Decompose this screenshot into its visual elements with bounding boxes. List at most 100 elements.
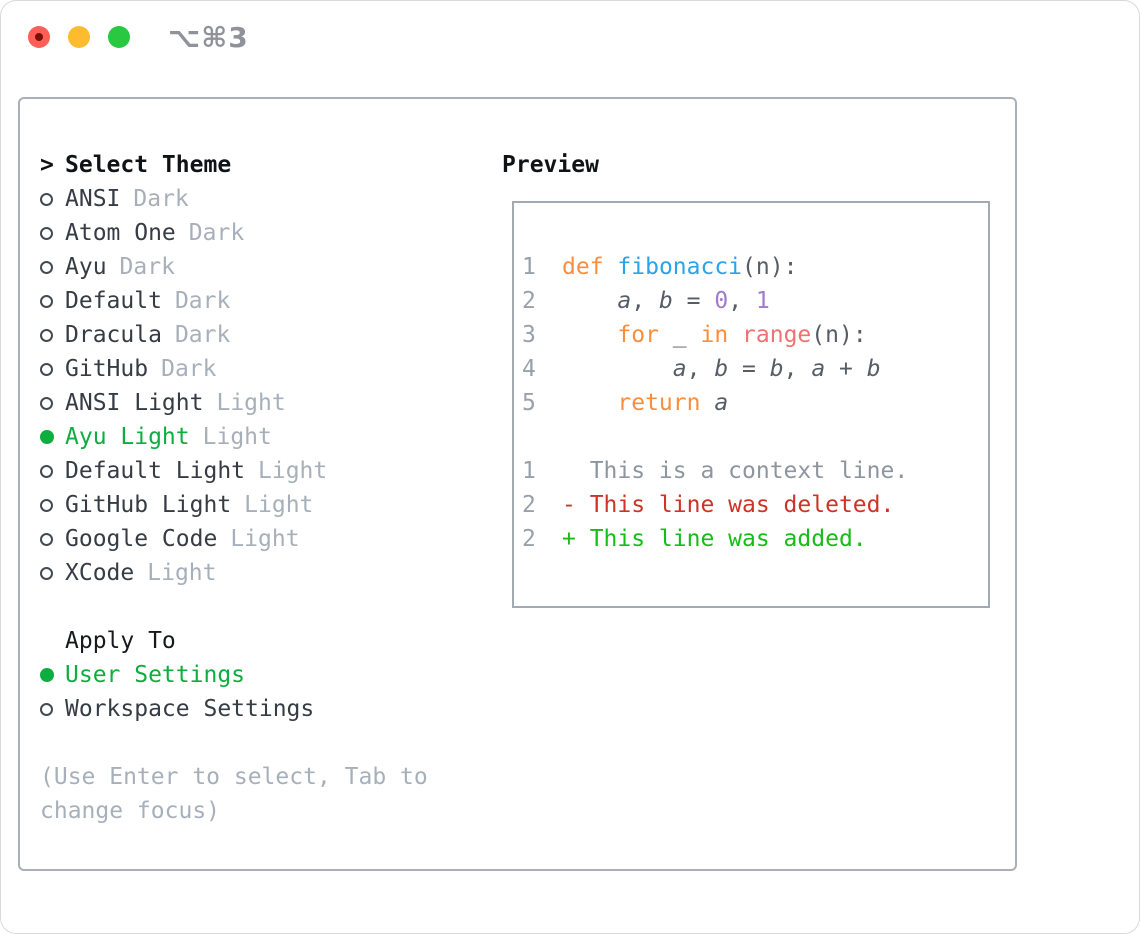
code-line: 1 def fibonacci(n): bbox=[522, 250, 988, 284]
diff-text: - This line was deleted. bbox=[562, 492, 895, 518]
preview-header-row: Preview bbox=[502, 148, 990, 182]
keyboard-hint: (Use Enter to select, Tab to change focu… bbox=[40, 760, 485, 828]
radio-icon bbox=[40, 362, 53, 376]
keyboard-hint-line: (Use Enter to select, Tab to bbox=[40, 764, 428, 790]
theme-option[interactable]: GitHub Dark bbox=[40, 352, 485, 386]
radio-icon bbox=[40, 260, 53, 274]
theme-variant: Dark bbox=[119, 254, 175, 280]
theme-name: Dracula bbox=[65, 322, 162, 348]
code-content: def fibonacci(n): bbox=[562, 254, 798, 280]
code-content: return a bbox=[617, 390, 729, 416]
minimize-button[interactable] bbox=[68, 26, 90, 48]
code-content: for _ in range(n): bbox=[617, 322, 867, 348]
theme-name: Google Code bbox=[65, 526, 218, 552]
code-line: 5 return a bbox=[522, 386, 988, 420]
theme-variant: Dark bbox=[174, 322, 231, 348]
theme-option[interactable]: Google Code Light bbox=[40, 522, 485, 556]
line-number: 5 bbox=[522, 390, 536, 416]
apply-to-header-row: Apply To bbox=[40, 624, 485, 658]
blank-line bbox=[522, 420, 988, 454]
theme-name: Atom One bbox=[65, 220, 176, 246]
theme-option[interactable]: Ayu Light Light bbox=[40, 420, 485, 454]
theme-variant: Light bbox=[147, 560, 217, 586]
theme-variant: Dark bbox=[133, 186, 189, 212]
theme-variant: Light bbox=[258, 458, 328, 484]
theme-option[interactable]: GitHub Light Light bbox=[40, 488, 485, 522]
theme-name: XCode bbox=[65, 560, 135, 586]
apply-option[interactable]: Workspace Settings bbox=[40, 692, 485, 726]
theme-option[interactable]: Default Dark bbox=[40, 284, 485, 318]
theme-variant: Light bbox=[244, 492, 314, 518]
prompt-icon: > bbox=[40, 152, 54, 178]
window-shortcut-label: ⌥⌘3 bbox=[168, 21, 249, 54]
diff-line: 2 + This line was added. bbox=[522, 522, 988, 556]
radio-icon bbox=[40, 498, 53, 512]
line-number: 1 bbox=[522, 254, 536, 280]
theme-name: Default bbox=[65, 288, 162, 314]
theme-variant: Light bbox=[216, 390, 286, 416]
theme-variant: Dark bbox=[161, 356, 217, 382]
line-number: 4 bbox=[522, 356, 536, 382]
code-content: a, b = 0, 1 bbox=[617, 288, 770, 314]
theme-option[interactable]: ANSI Dark bbox=[40, 182, 485, 216]
code-content: a, b = b, a + b bbox=[672, 356, 881, 382]
code-line: 3 for _ in range(n): bbox=[522, 318, 988, 352]
theme-variant: Dark bbox=[188, 220, 245, 246]
theme-name: ANSI Light bbox=[65, 390, 204, 416]
titlebar bbox=[28, 26, 130, 48]
radio-icon bbox=[40, 566, 53, 580]
radio-icon bbox=[40, 226, 53, 240]
diff-text: This is a context line. bbox=[562, 458, 909, 484]
theme-name: GitHub Light bbox=[65, 492, 232, 518]
radio-icon bbox=[40, 396, 53, 410]
select-theme-header: Select Theme bbox=[65, 152, 232, 178]
keyboard-hint-line: change focus) bbox=[40, 798, 221, 824]
theme-option[interactable]: Default Light Light bbox=[40, 454, 485, 488]
code-line: 2 a, b = 0, 1 bbox=[522, 284, 988, 318]
radio-icon bbox=[40, 702, 53, 716]
theme-variant: Dark bbox=[174, 288, 231, 314]
theme-variant: Light bbox=[202, 424, 272, 450]
theme-name: Ayu Light bbox=[65, 424, 190, 450]
line-number: 2 bbox=[522, 288, 536, 314]
diff-preview: 1 This is a context line. 2 - This line wa… bbox=[522, 454, 988, 556]
close-button[interactable] bbox=[28, 26, 50, 48]
radio-icon bbox=[40, 294, 53, 308]
theme-option[interactable]: Atom One Dark bbox=[40, 216, 485, 250]
apply-option[interactable]: User Settings bbox=[40, 658, 485, 692]
theme-name: ANSI bbox=[65, 186, 121, 212]
theme-option[interactable]: Dracula Dark bbox=[40, 318, 485, 352]
radio-icon bbox=[40, 532, 53, 546]
radio-icon bbox=[40, 464, 53, 478]
line-number: 2 bbox=[522, 492, 536, 518]
radio-icon bbox=[40, 328, 53, 342]
theme-option[interactable]: ANSI Light Light bbox=[40, 386, 485, 420]
diff-line: 1 This is a context line. bbox=[522, 454, 988, 488]
select-theme-header-row: > Select Theme bbox=[40, 148, 485, 182]
code-line: 4 a, b = b, a + b bbox=[522, 352, 988, 386]
diff-text: + This line was added. bbox=[562, 526, 867, 552]
apply-option-label: Workspace Settings bbox=[65, 696, 315, 722]
theme-name: Ayu bbox=[65, 254, 107, 280]
diff-line: 2 - This line was deleted. bbox=[522, 488, 988, 522]
theme-name: GitHub bbox=[65, 356, 149, 382]
theme-name: Default Light bbox=[65, 458, 246, 484]
radio-selected-icon bbox=[40, 668, 54, 682]
radio-selected-icon bbox=[40, 430, 54, 444]
record-dot-icon bbox=[35, 33, 43, 41]
zoom-button[interactable] bbox=[108, 26, 130, 48]
line-number: 2 bbox=[522, 526, 536, 552]
theme-variant: Light bbox=[230, 526, 300, 552]
theme-option[interactable]: Ayu Dark bbox=[40, 250, 485, 284]
theme-option[interactable]: XCode Light bbox=[40, 556, 485, 590]
line-number: 1 bbox=[522, 458, 536, 484]
preview-header: Preview bbox=[502, 152, 599, 178]
